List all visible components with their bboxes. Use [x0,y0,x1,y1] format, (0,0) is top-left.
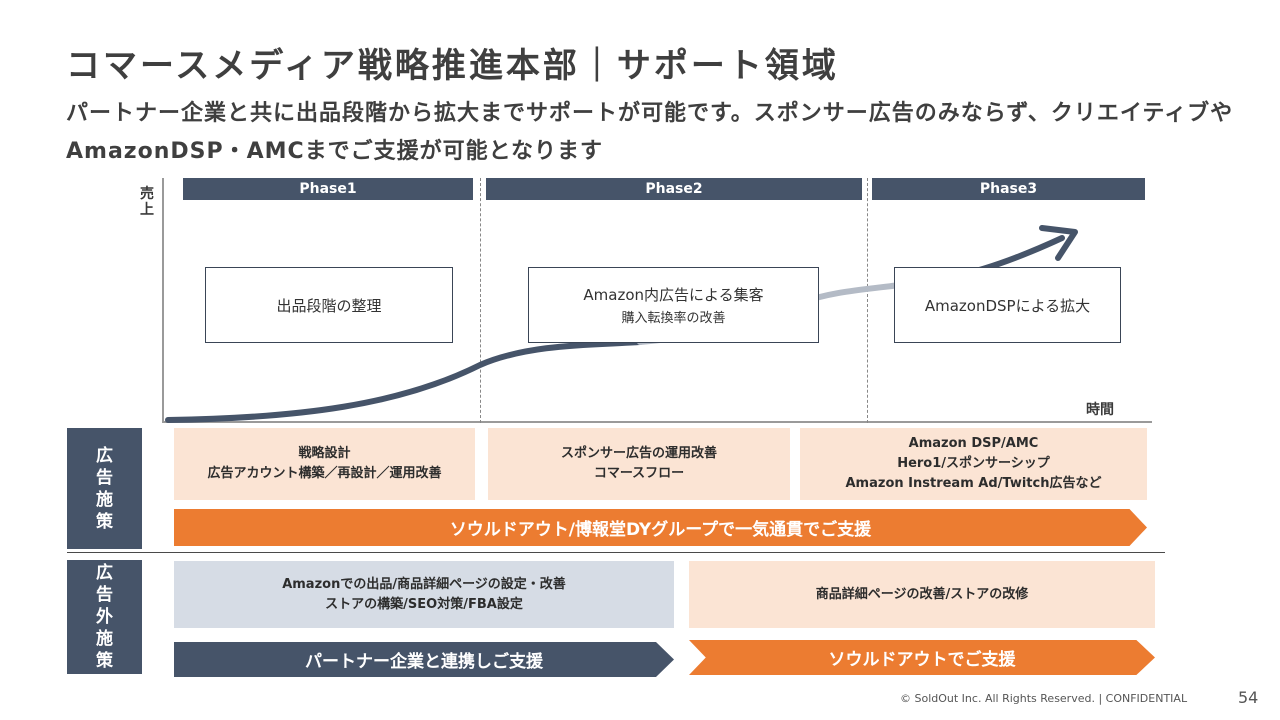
non-ad-measures-label-text: 広告外施策 [96,563,113,671]
ad-support-arrow-text: ソウルドアウト/博報堂DYグループで一気通貫でご支援 [449,520,872,540]
x-axis-label: 時間 [1086,402,1114,418]
non-ad-cell-soldout: 商品詳細ページの改善/ストアの改修 [689,561,1155,628]
stage-box-1: 出品段階の整理 [205,267,453,343]
ad-cell-phase1-line2: 広告アカウント構築／再設計／運用改善 [207,466,442,481]
ad-cell-phase2-line2: コマースフロー [593,466,685,481]
page-subtitle: パートナー企業と共に出品段階から拡大までサポートが可能です。スポンサー広告のみな… [66,101,1234,164]
partner-support-arrow: パートナー企業と連携しご支援 [174,642,674,677]
y-axis [162,178,164,423]
ad-cell-phase3-line2: Hero1/スポンサーシップ [897,456,1050,471]
ad-cell-phase1: 戦略設計 広告アカウント構築／再設計／運用改善 [174,428,475,500]
stage-box-2-main: Amazon内広告による集客 [583,286,764,304]
ad-cell-phase1-line1: 戦略設計 [298,446,351,461]
phase-1-header: Phase1 [183,178,473,200]
non-ad-cell-partner-line2: ストアの構築/SEO対策/FBA設定 [325,596,523,612]
ad-support-arrow: ソウルドアウト/博報堂DYグループで一気通貫でご支援 [174,509,1147,546]
partner-support-arrow-text: パートナー企業と連携しご支援 [305,652,543,672]
ad-cell-phase3: Amazon DSP/AMC Hero1/スポンサーシップ Amazon Ins… [800,428,1147,500]
ad-cell-phase3-line3: Amazon Instream Ad/Twitch広告など [845,476,1102,491]
non-ad-cell-soldout-line1: 商品詳細ページの改善/ストアの改修 [815,586,1029,602]
ad-measures-label-text: 広告施策 [96,445,113,532]
soldout-support-arrow: ソウルドアウトでご支援 [689,640,1155,675]
phase-divider [480,178,481,423]
phase-divider [867,178,868,423]
soldout-support-arrow-text: ソウルドアウトでご支援 [828,650,1016,670]
growth-curve-dark-start [165,339,643,423]
stage-box-2: Amazon内広告による集客 購入転換率の改善 [528,267,819,343]
x-axis [162,421,1152,423]
phase-2-header: Phase2 [486,178,862,200]
non-ad-cell-partner-line1: Amazonでの出品/商品詳細ページの設定・改善 [282,576,566,592]
non-ad-measures-label: 広告外施策 [67,560,142,674]
stage-box-3-main: AmazonDSPによる拡大 [924,296,1091,315]
stage-box-2-sub: 購入転換率の改善 [621,311,726,326]
stage-box-1-main: 出品段階の整理 [276,296,382,315]
section-separator [67,552,1165,553]
ad-measures-label: 広告施策 [67,428,142,549]
ad-cell-phase2-line1: スポンサー広告の運用改善 [560,446,717,461]
stage-box-3: AmazonDSPによる拡大 [894,267,1121,343]
footer-copyright: © SoldOut Inc. All Rights Reserved. | CO… [900,692,1188,705]
page-title: コマースメディア戦略推進本部｜サポート領域 [66,46,839,86]
y-axis-label: 売上 [140,186,154,218]
ad-cell-phase2: スポンサー広告の運用改善 コマースフロー [488,428,790,500]
page-number: 54 [1238,688,1259,707]
growth-arrow-head [1039,225,1078,261]
phase-3-header: Phase3 [872,178,1145,200]
ad-cell-phase3-line1: Amazon DSP/AMC [908,436,1039,451]
non-ad-cell-partner: Amazonでの出品/商品詳細ページの設定・改善 ストアの構築/SEO対策/FB… [174,561,674,628]
